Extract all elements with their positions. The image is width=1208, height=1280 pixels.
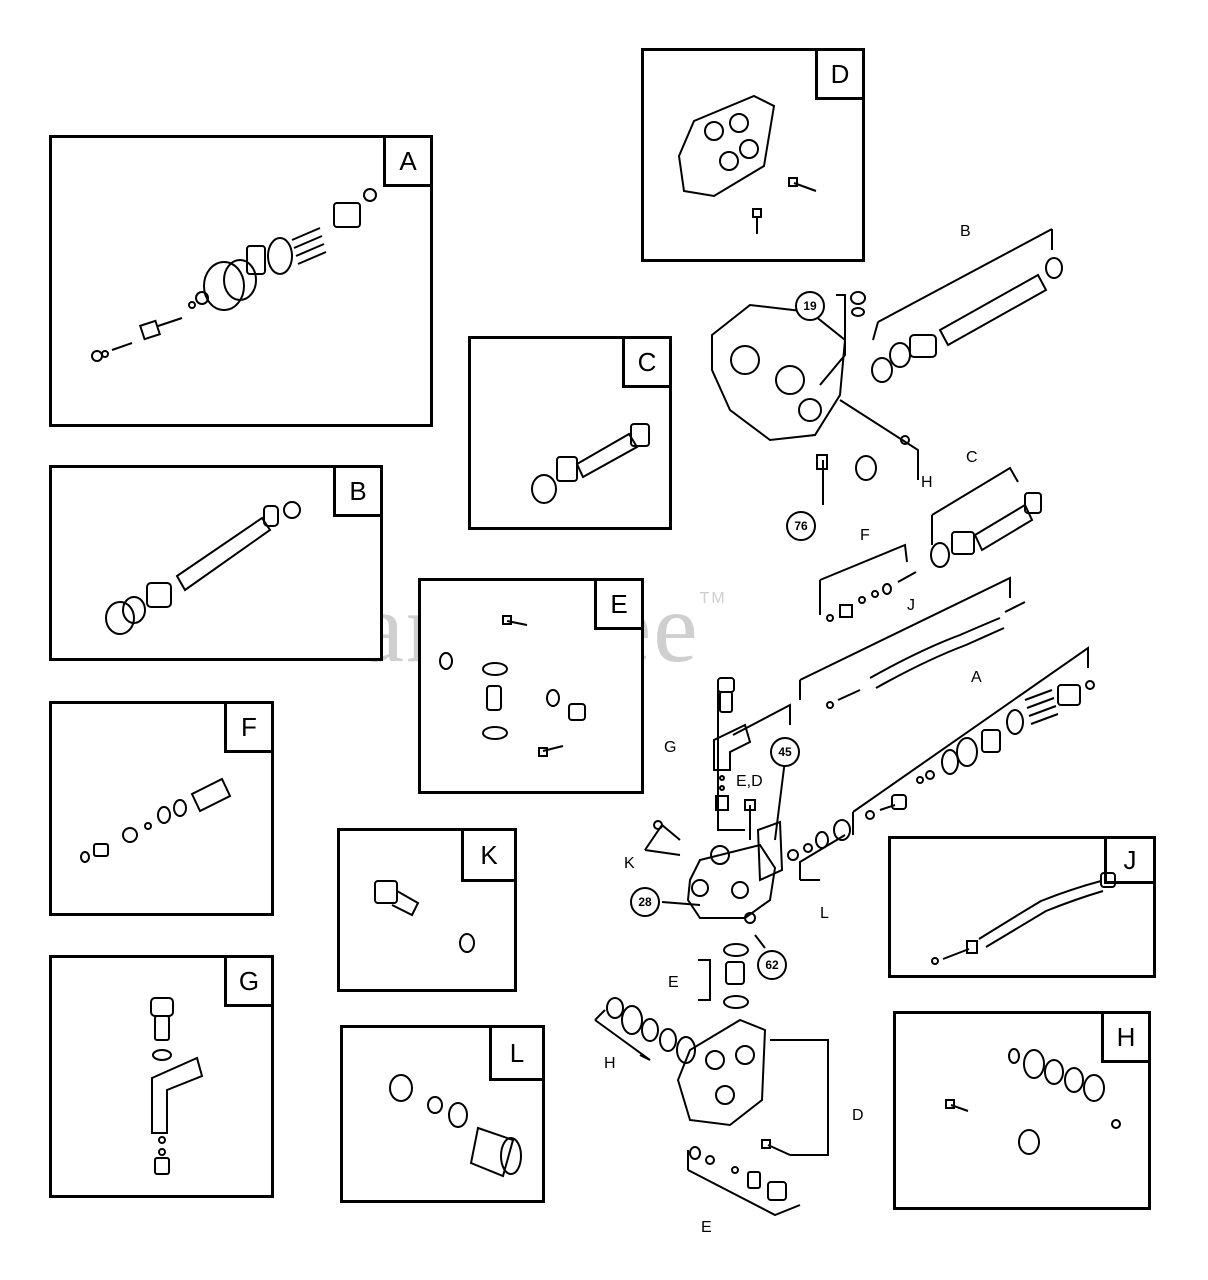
panel-a-drawing: [91, 188, 377, 362]
ref-19: 19: [803, 299, 817, 313]
panel-d-tag: D: [815, 48, 865, 100]
callout-ed: E,D: [736, 773, 763, 790]
panel-a-tag: A: [383, 135, 433, 187]
callout-j: J: [907, 597, 915, 614]
panel-e-drawing: [439, 615, 586, 757]
panel-b-tag: B: [333, 465, 383, 517]
panel-d-drawing: [677, 94, 817, 234]
panel-g-tag: G: [224, 955, 274, 1007]
assembly-lines: [594, 228, 1095, 1217]
panel-k-tag: K: [461, 828, 517, 882]
panel-j: J: [888, 836, 1156, 978]
panel-h: H: [893, 1011, 1151, 1210]
panel-f-tag: F: [224, 701, 274, 753]
panel-k-drawing: [374, 880, 475, 953]
panel-c: C: [468, 336, 672, 530]
callout-g: G: [664, 739, 676, 756]
panel-l: L: [340, 1025, 545, 1203]
panel-j-tag: J: [1104, 836, 1156, 884]
panel-b: B: [49, 465, 383, 661]
panel-a: A: [49, 135, 433, 427]
callout-l: L: [820, 905, 829, 922]
panel-l-tag: L: [489, 1025, 545, 1081]
panel-f-drawing: [80, 777, 232, 863]
ref-76: 76: [794, 519, 808, 533]
panel-e-tag: E: [594, 578, 644, 630]
ref-circles: [630, 291, 825, 980]
callout-k: K: [624, 855, 635, 872]
panel-k: K: [337, 828, 517, 992]
callout-f: F: [860, 527, 870, 544]
callout-b: B: [960, 223, 971, 240]
callout-c: C: [966, 449, 978, 466]
callout-a: A: [971, 669, 982, 686]
panel-g: G: [49, 955, 274, 1198]
panel-c-tag: C: [622, 336, 672, 388]
callout-d: D: [852, 1107, 864, 1124]
panel-f: F: [49, 701, 274, 916]
panel-h-drawing: [945, 1048, 1121, 1155]
ref-62: 62: [765, 958, 779, 972]
callout-e-bottom: E: [701, 1219, 712, 1236]
panel-e: E: [418, 578, 644, 794]
panel-d: D: [641, 48, 865, 262]
callout-h-bottom: H: [604, 1055, 616, 1072]
panel-h-tag: H: [1101, 1011, 1151, 1063]
panel-b-drawing: [105, 501, 301, 635]
panel-j-drawing: [931, 872, 1116, 965]
panel-c-drawing: [531, 423, 650, 504]
panel-l-drawing: [389, 1074, 522, 1178]
ref-28: 28: [638, 895, 652, 909]
ref-45: 45: [778, 745, 792, 759]
panel-g-drawing: [150, 997, 204, 1175]
callout-e-top: E: [668, 974, 679, 991]
callout-h-top: H: [921, 474, 933, 491]
